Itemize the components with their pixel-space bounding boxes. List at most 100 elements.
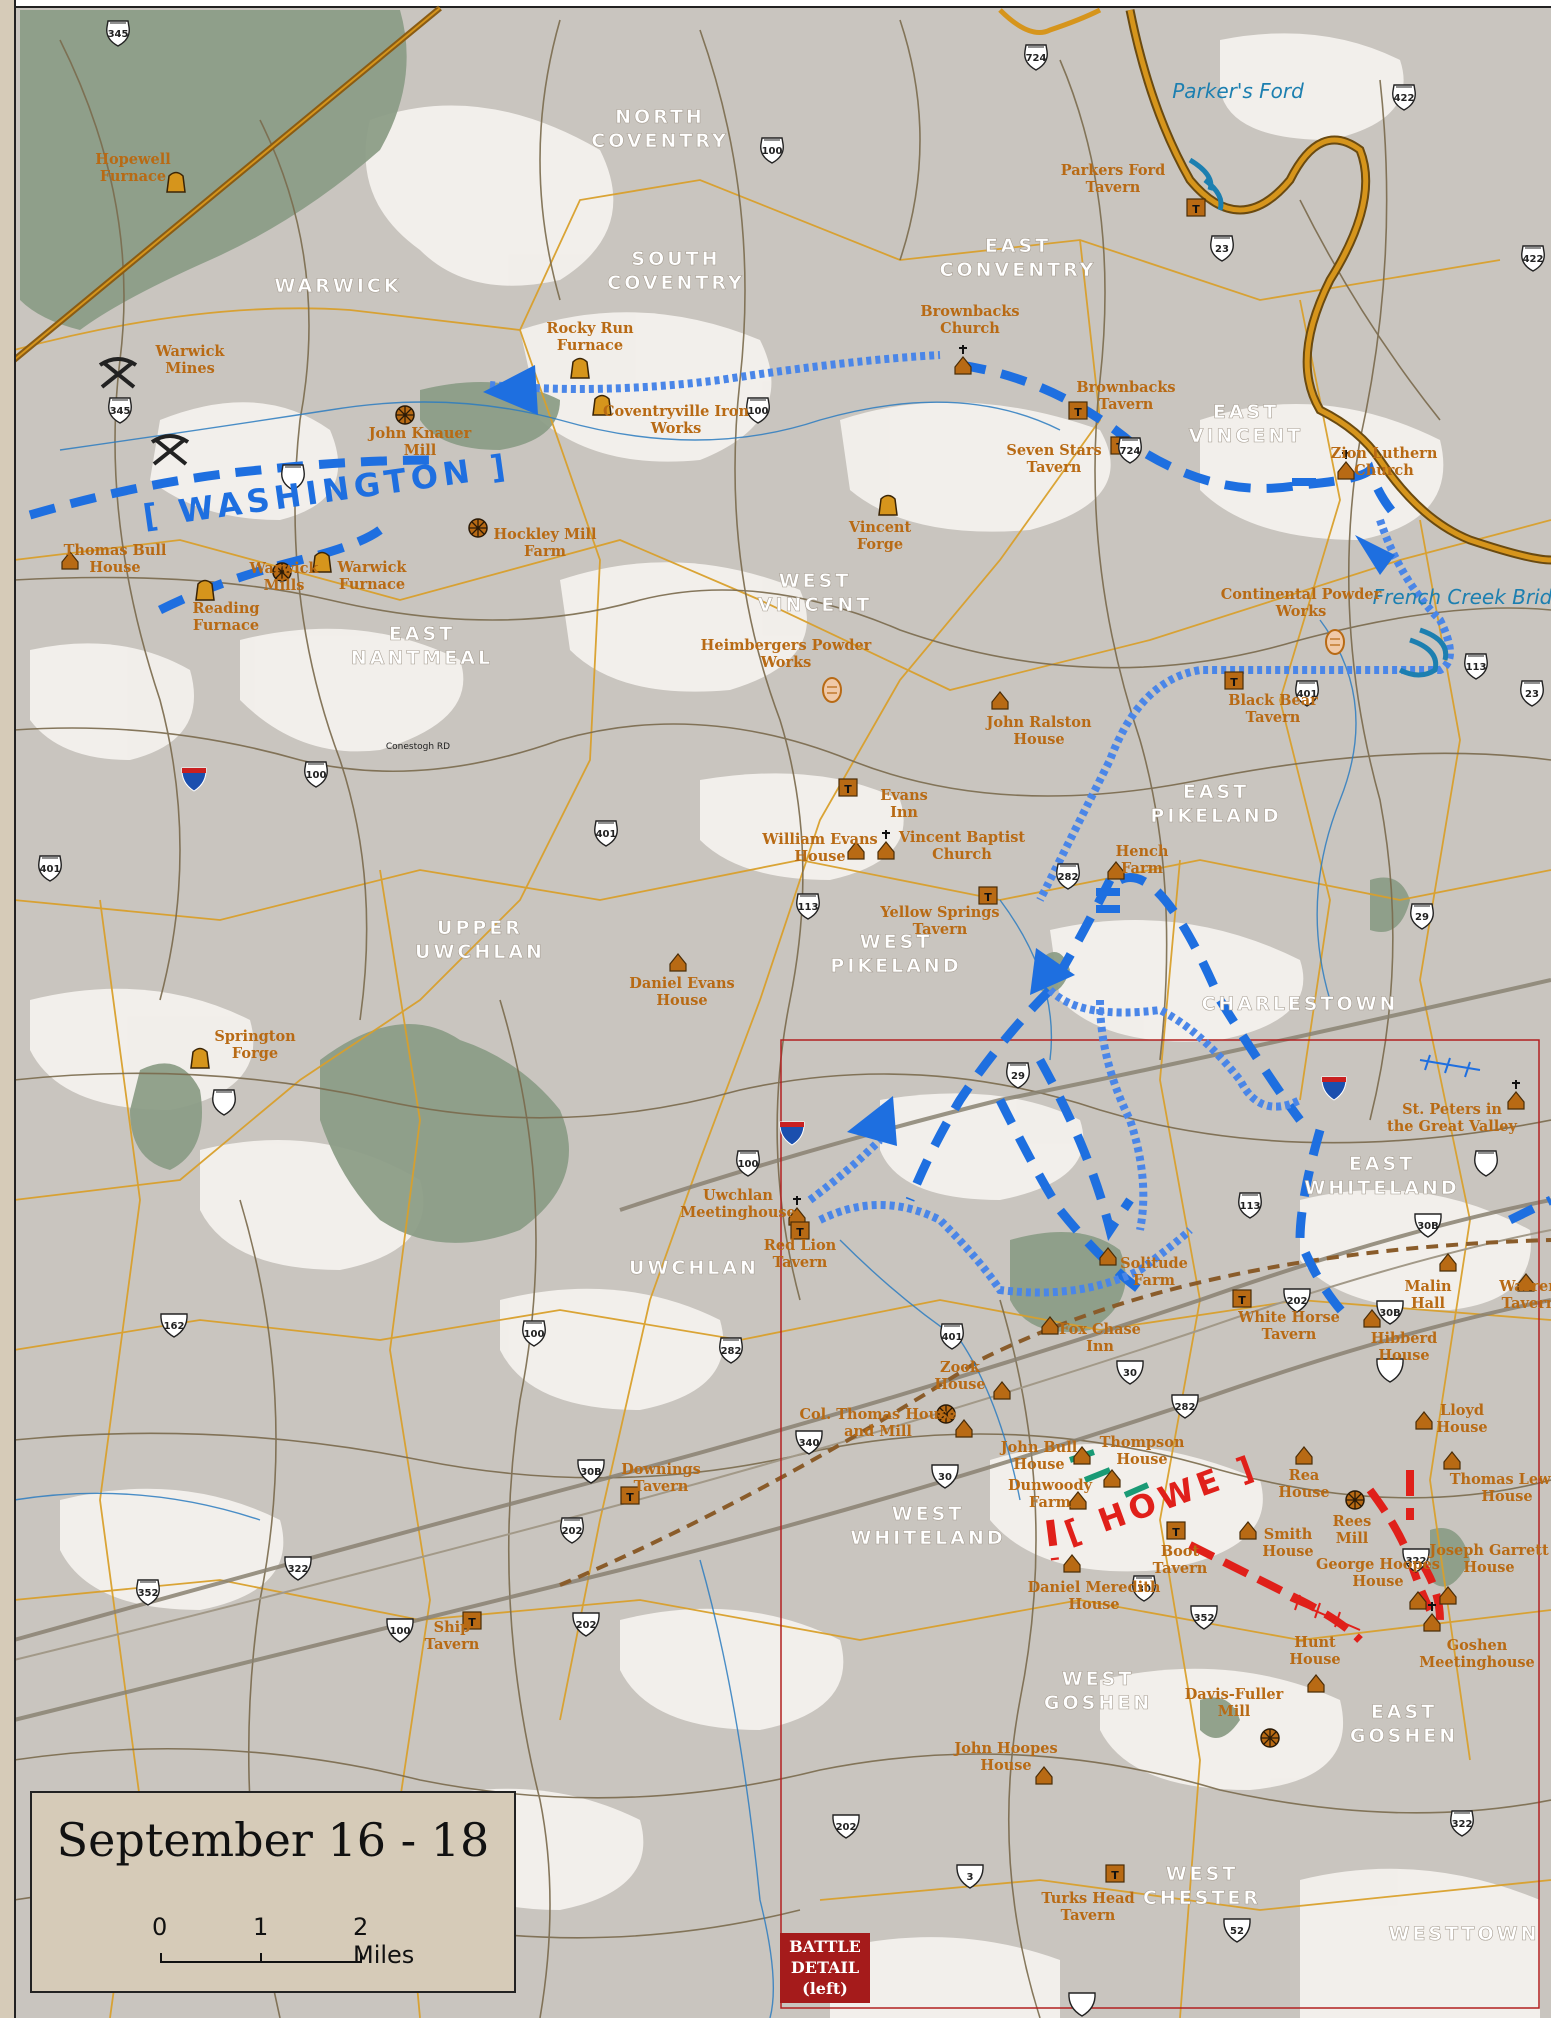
route-number: 30 — [938, 1472, 952, 1483]
route-number: 23 — [1215, 244, 1229, 255]
battle-detail-line: (left) — [802, 1979, 848, 1998]
route-number: 202 — [576, 1620, 597, 1631]
route-number: 282 — [721, 1346, 742, 1357]
parkers-ford-icon — [1188, 157, 1224, 211]
route-number: 340 — [799, 1438, 820, 1449]
tavern-icon — [978, 886, 998, 905]
legend-title: September 16 - 18 — [56, 1813, 490, 1867]
washington-arrows — [483, 365, 1395, 1146]
township-label: WESTTOWN — [1389, 1923, 1540, 1945]
route-number: 322 — [1452, 1819, 1473, 1830]
route-number: 162 — [164, 1321, 185, 1332]
route-number: 113 — [1240, 1201, 1261, 1212]
map-frame-top — [0, 0, 1551, 8]
legend-box: September 16 - 18 0 1 2 Miles — [30, 1791, 516, 1993]
route-number: 30 — [1137, 1584, 1151, 1595]
furnace-icon — [166, 171, 186, 193]
route-number: 345 — [108, 29, 129, 40]
howe-bridge — [1289, 1594, 1361, 1631]
route-number: 322 — [288, 1564, 309, 1575]
tavern-icon — [1232, 1289, 1252, 1308]
mill-icon — [468, 518, 488, 538]
tavern-icon — [1186, 198, 1206, 217]
water-label: French Creek Bridge — [1373, 585, 1551, 609]
route-number: 29 — [1415, 912, 1429, 923]
road-label: Conestogh RD — [386, 742, 450, 752]
township-label: WARWICK — [274, 275, 401, 297]
route-number: 30B — [1417, 1221, 1439, 1232]
scale-label: 2 Miles — [353, 1913, 415, 1969]
route-number: 322 — [1406, 1556, 1427, 1567]
tavern-icon — [1105, 1864, 1125, 1883]
bridge-east — [1419, 1054, 1481, 1078]
battle-detail-badge[interactable]: BATTLE DETAIL (left) — [780, 1933, 870, 2003]
route-number: 401 — [1297, 689, 1318, 700]
township-label: CHARLESTOWN — [1202, 993, 1399, 1015]
french-creek-bridge-icon — [1398, 627, 1449, 678]
route-number: 100 — [306, 770, 327, 781]
tavern-icon — [1068, 401, 1088, 420]
scale-bar: 0 1 2 Miles — [152, 1913, 414, 1973]
furnace-icon — [190, 1047, 210, 1069]
scale-label: 1 — [253, 1913, 269, 1941]
route-number: 30 — [1123, 1368, 1137, 1379]
route-number: 724 — [1026, 53, 1047, 64]
washington-retreat — [489, 351, 1454, 1297]
furnace-icon — [195, 579, 215, 601]
route-number: 100 — [390, 1626, 411, 1637]
washington-route — [28, 360, 1551, 1324]
route-number: 100 — [762, 146, 783, 157]
route-number: 76 — [286, 473, 300, 484]
water-label: Parker's Ford — [1172, 79, 1304, 103]
route-number: 100 — [748, 406, 769, 417]
route-number: 113 — [1466, 662, 1487, 673]
map-frame-left — [0, 0, 16, 2018]
route-number: 345 — [110, 406, 131, 417]
route-number: 76 — [1479, 1159, 1493, 1170]
route-number: 401 — [40, 864, 61, 875]
route-number: 76 — [217, 1098, 231, 1109]
route-number: 422 — [1394, 93, 1415, 104]
place-label: WarrenTavern — [1498, 1278, 1551, 1312]
furnace-icon — [570, 357, 590, 379]
